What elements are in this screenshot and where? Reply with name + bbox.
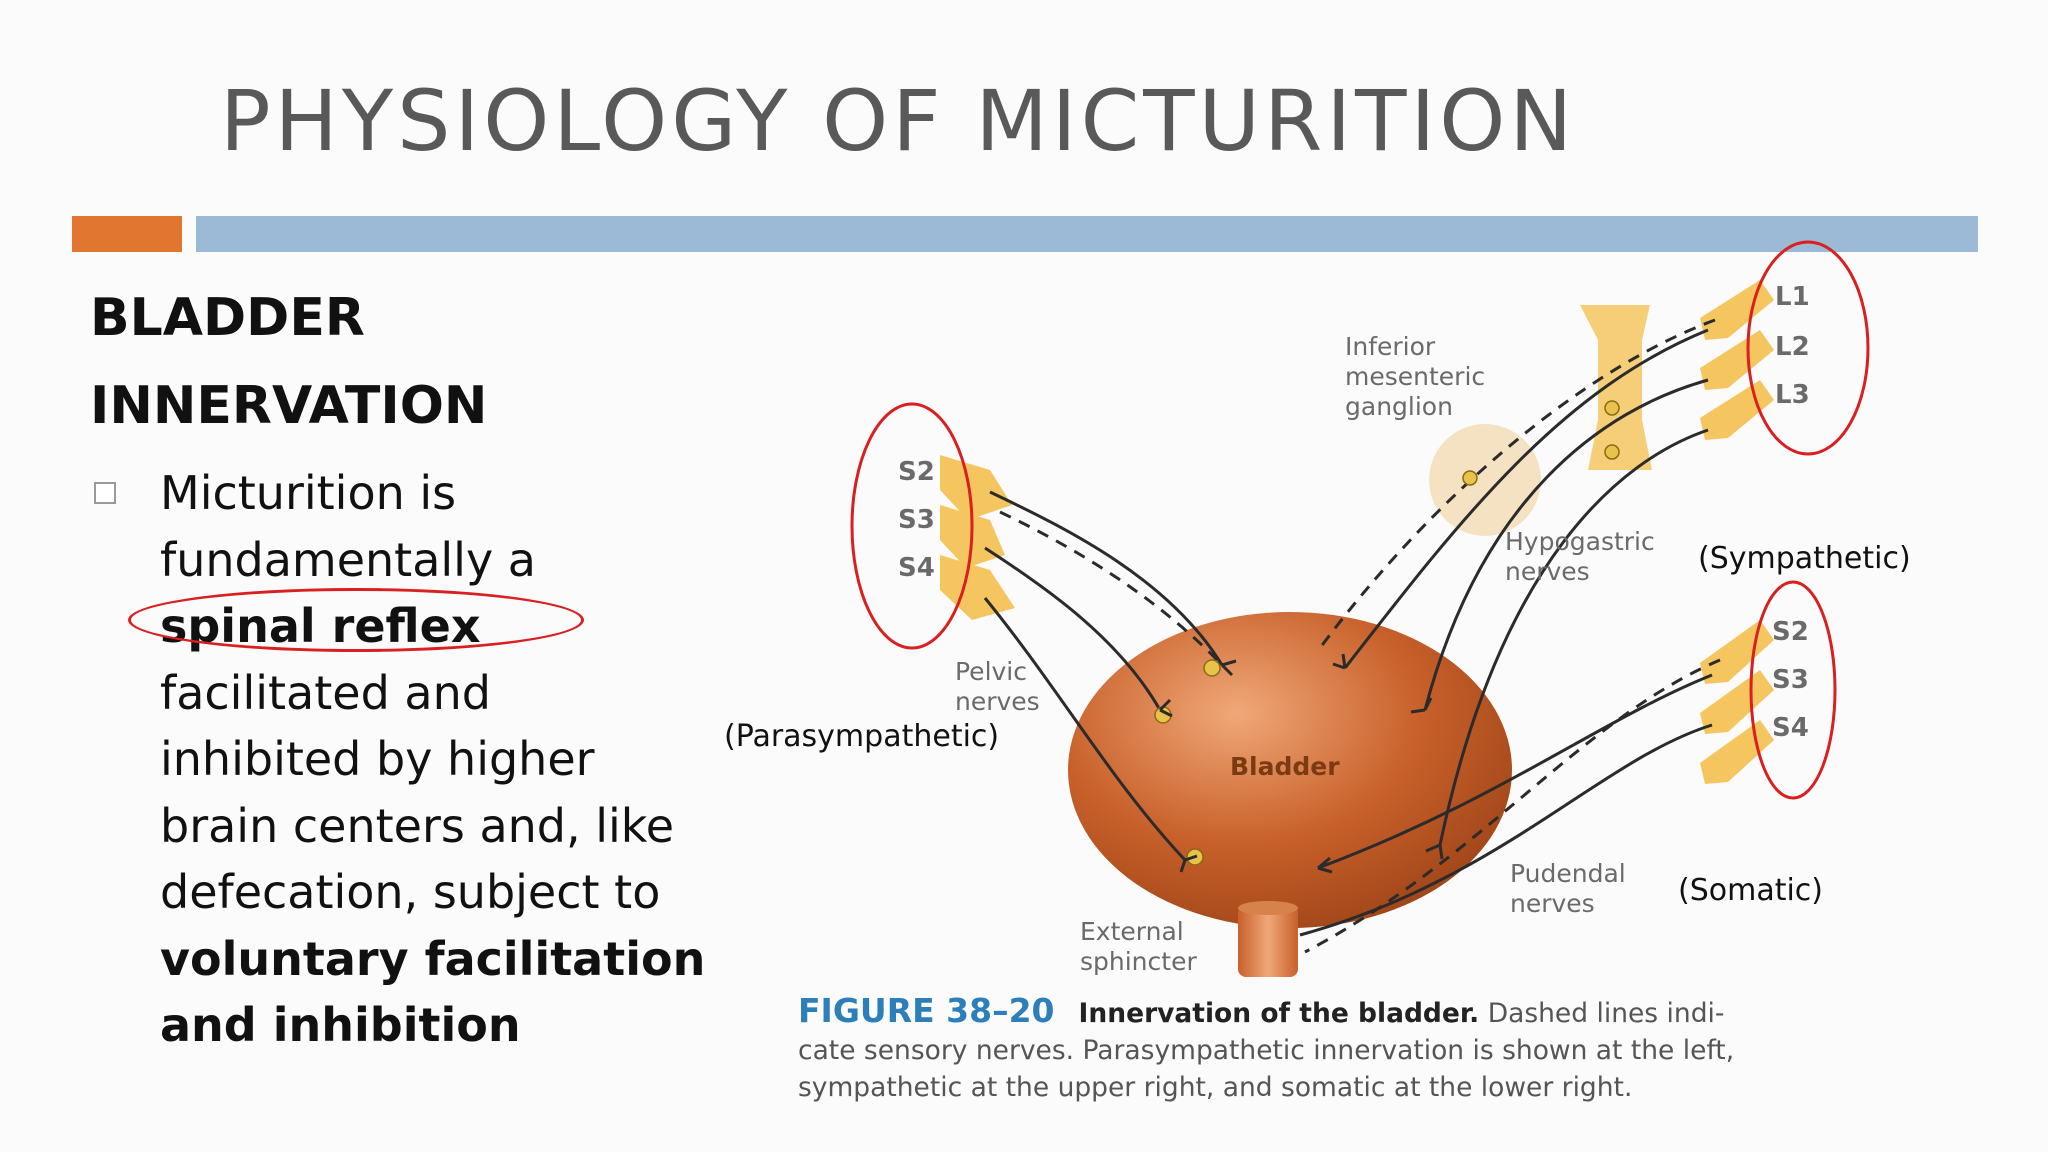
annotation-ellipses bbox=[850, 240, 1870, 800]
label-hypogastric-nerves: nerves bbox=[1505, 557, 1590, 586]
label-inferior-mesenteric-ganglion: Inferior bbox=[1345, 332, 1436, 361]
spinal-segment-s3-right bbox=[1700, 670, 1774, 734]
label-pelvic-nerves: nerves bbox=[955, 687, 1040, 716]
bullet-emphasis-voluntary: voluntary facilitation bbox=[160, 931, 706, 986]
external-sphincter-shape bbox=[1238, 905, 1298, 977]
pelvic-nerve bbox=[983, 597, 1187, 862]
spinal-segment-s2-left bbox=[940, 455, 1012, 520]
label-s3-right: S3 bbox=[1772, 665, 1809, 695]
nerve-endings bbox=[1158, 653, 1444, 874]
hypogastric-nerve bbox=[1438, 428, 1709, 846]
vertebra-block-lumbar bbox=[1580, 305, 1652, 470]
label-hypogastric-nerves: Hypogastric bbox=[1505, 527, 1655, 556]
label-s4-right: S4 bbox=[1772, 713, 1809, 743]
label-somatic: (Somatic) bbox=[1678, 873, 1823, 908]
spinal-segment-s4-left bbox=[940, 555, 1015, 620]
pelvic-nerves bbox=[983, 490, 1224, 862]
spinal-segments-left bbox=[940, 455, 1015, 620]
bullet-line: facilitated and bbox=[160, 665, 491, 720]
synapse-dots bbox=[1154, 400, 1620, 866]
annotation-ellipse-sacral-left bbox=[850, 402, 974, 650]
label-l1: L1 bbox=[1775, 282, 1810, 312]
bullet-square-icon bbox=[94, 482, 116, 504]
hypogastric-nerve bbox=[1423, 378, 1709, 711]
label-bladder: Bladder bbox=[1230, 752, 1340, 781]
label-external-sphincter: External bbox=[1080, 917, 1184, 946]
inferior-mesenteric-ganglion bbox=[1429, 424, 1541, 536]
bullet-line: inhibited by higher bbox=[160, 732, 595, 786]
hypogastric-nerve bbox=[1343, 328, 1709, 669]
label-l3: L3 bbox=[1775, 380, 1810, 410]
label-s2-left: S2 bbox=[898, 457, 935, 487]
figure-title: Innervation of the bladder. bbox=[1078, 998, 1480, 1029]
pudendal-nerve bbox=[1317, 673, 1713, 870]
figure-number: FIGURE 38–20 bbox=[798, 991, 1055, 1030]
label-parasympathetic: (Parasympathetic) bbox=[724, 719, 999, 754]
slide-title: PHYSIOLOGY OF MICTURITION bbox=[220, 72, 1577, 170]
label-sympathetic: (Sympathetic) bbox=[1698, 541, 1911, 576]
bladder-shape bbox=[1068, 612, 1512, 928]
pelvic-sensory-nerve bbox=[999, 510, 1224, 667]
title-accent-bar-blue bbox=[196, 216, 1978, 252]
section-heading-line1: BLADDER bbox=[90, 288, 365, 348]
hypogastric-sensory-nerve bbox=[1318, 318, 1716, 649]
annotation-ellipse-sacral-right bbox=[1749, 580, 1837, 800]
label-l2: L2 bbox=[1775, 332, 1810, 362]
hypogastric-nerves bbox=[1343, 328, 1709, 846]
label-inferior-mesenteric-ganglion: ganglion bbox=[1345, 392, 1453, 421]
spinal-segment-l2 bbox=[1700, 330, 1774, 390]
label-pudendal-nerves: nerves bbox=[1510, 889, 1595, 918]
label-s3-left: S3 bbox=[898, 505, 935, 535]
bullet-line: Micturition is bbox=[160, 466, 457, 520]
pudendal-sensory-nerve bbox=[1304, 658, 1721, 954]
caption-text: sympathetic at the upper right, and soma… bbox=[798, 1072, 1633, 1103]
bullet-line: brain centers and, like bbox=[160, 798, 675, 853]
label-pudendal-nerves: Pudendal bbox=[1510, 859, 1626, 888]
spinal-segments-right bbox=[1700, 620, 1774, 784]
label-pelvic-nerves: Pelvic bbox=[955, 657, 1027, 686]
title-accent-bar-orange bbox=[72, 216, 182, 252]
label-s4-left: S4 bbox=[898, 553, 935, 583]
label-s2-right: S2 bbox=[1772, 617, 1809, 647]
annotation-ellipse-spinal-reflex bbox=[128, 588, 584, 652]
caption-text: cate sensory nerves. Parasympathetic inn… bbox=[798, 1035, 1735, 1066]
pelvic-nerve bbox=[984, 546, 1162, 711]
annotation-ellipse-lumbar bbox=[1746, 240, 1870, 456]
bullet-line: defecation, subject to bbox=[160, 865, 661, 919]
label-inferior-mesenteric-ganglion: mesenteric bbox=[1345, 362, 1485, 391]
label-external-sphincter: sphincter bbox=[1080, 947, 1197, 976]
section-heading-line2: INNERVATION bbox=[90, 376, 488, 436]
pelvic-nerve bbox=[989, 490, 1224, 666]
spinal-segment-l1 bbox=[1700, 280, 1774, 340]
caption-text: Dashed lines indi- bbox=[1487, 998, 1725, 1029]
bullet-line: fundamentally a bbox=[160, 532, 536, 587]
bullet-emphasis-voluntary: and inhibition bbox=[160, 998, 521, 1052]
